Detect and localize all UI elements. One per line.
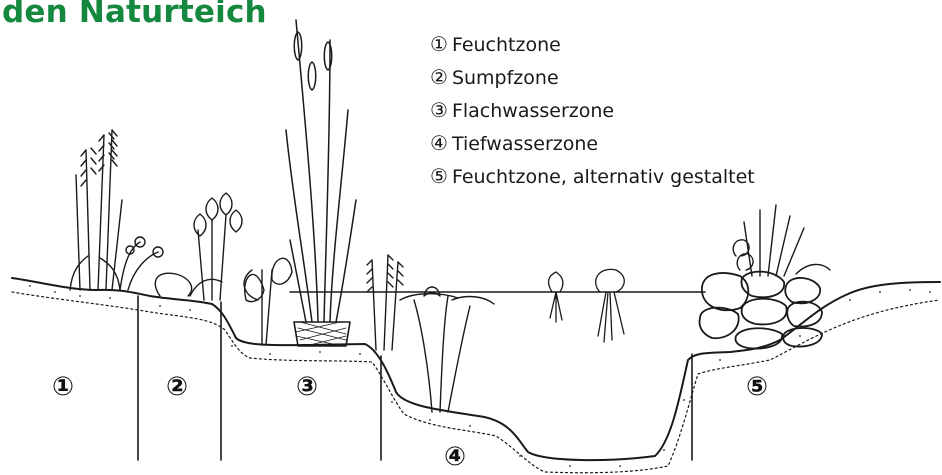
soil-layer-line (12, 292, 940, 473)
plant-zone3-reeds (286, 20, 356, 322)
plant-zone4-floating (549, 269, 625, 342)
plant-zone5 (733, 205, 830, 276)
soil-texture (29, 285, 931, 467)
plant-zone3-spikes (367, 255, 403, 350)
zone-label-3: ③ (296, 372, 318, 402)
zone-label-5: ⑤ (746, 372, 768, 402)
plant-zone1 (70, 130, 163, 290)
stone-wall (700, 272, 823, 349)
plant-zone3-leaves (244, 258, 292, 345)
ground-profile-line (12, 278, 940, 460)
zone-label-2: ② (166, 372, 188, 402)
plant-zone2 (155, 193, 242, 300)
plant-basket (294, 322, 350, 346)
zone-label-4: ④ (444, 442, 466, 472)
plant-zone4-lily (400, 287, 494, 412)
zone-label-1: ① (52, 372, 74, 402)
